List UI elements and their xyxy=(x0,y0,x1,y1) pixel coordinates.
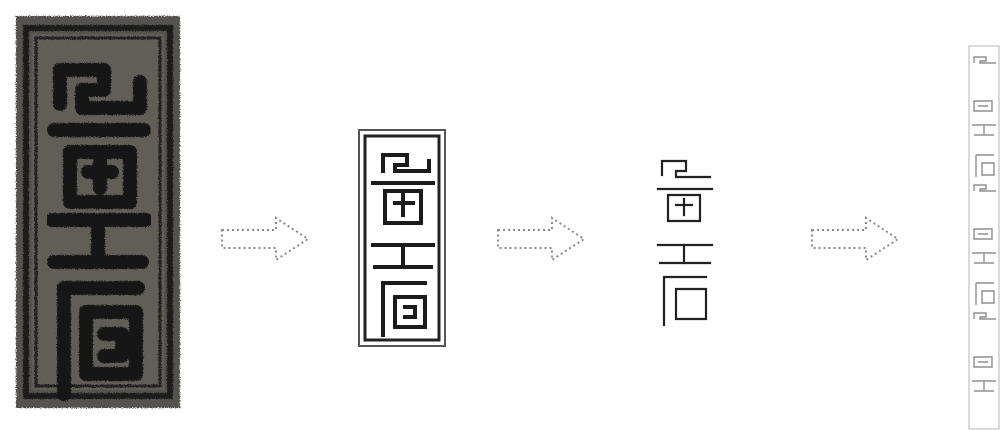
pattern-unit xyxy=(972,125,996,135)
pattern-unit xyxy=(974,313,996,319)
pattern-unit xyxy=(976,283,994,305)
pattern-unit xyxy=(976,155,994,177)
pattern-unit xyxy=(974,57,996,63)
simplified-glyph-drawing xyxy=(650,155,720,330)
outlined-seal-drawing xyxy=(355,127,450,349)
pattern-unit xyxy=(974,357,992,367)
pattern-unit xyxy=(974,101,992,111)
pattern-unit xyxy=(974,185,996,191)
pattern-unit xyxy=(974,229,992,239)
dotted-arrow-icon xyxy=(218,212,313,267)
dotted-arrow-icon xyxy=(494,212,589,267)
repeated-pattern-strip xyxy=(968,45,1000,430)
seal-rubbing-image xyxy=(12,12,184,412)
dotted-arrow-icon xyxy=(808,212,903,267)
pattern-unit xyxy=(972,253,996,263)
pattern-unit xyxy=(972,381,996,391)
